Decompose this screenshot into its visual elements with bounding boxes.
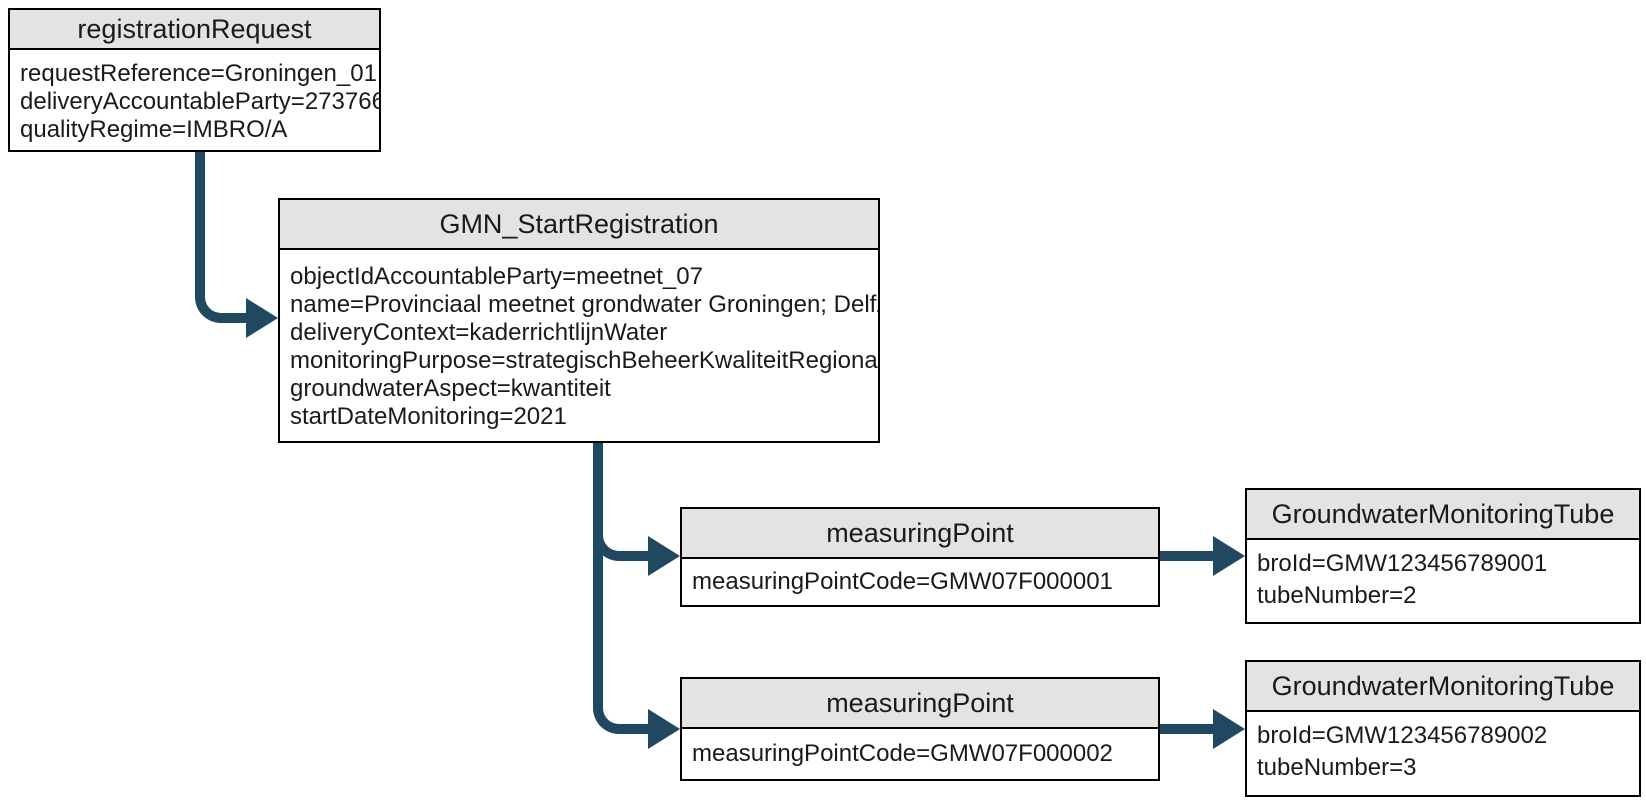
arrow-measuring-point-1-to-tube-1 xyxy=(1160,551,1213,561)
attribute-line: tubeNumber=2 xyxy=(1257,582,1417,609)
attribute-line: deliveryContext=kaderrichtlijnWater xyxy=(290,319,668,346)
attribute-line: broId=GMW123456789001 xyxy=(1257,550,1548,577)
monitoring-tube-1-box: GroundwaterMonitoringTube broId=GMW12345… xyxy=(1245,488,1641,624)
arrow-measuring-point-2-to-tube-2 xyxy=(1160,724,1213,734)
measuring-point-2-attributes: measuringPointCode=GMW07F000002 xyxy=(682,729,1158,779)
measuring-point-1-box: measuringPoint measuringPointCode=GMW07F… xyxy=(680,507,1160,607)
gmn-start-registration-title: GMN_StartRegistration xyxy=(280,200,878,250)
registration-request-title: registrationRequest xyxy=(10,10,379,50)
arrowhead-gmn-to-measuring-point-2-icon xyxy=(648,709,680,749)
attribute-line: measuringPointCode=GMW07F000001 xyxy=(692,568,1113,595)
registration-request-attributes: requestReference=Groningen_01 deliveryAc… xyxy=(10,50,379,150)
attribute-line: objectIdAccountableParty=meetnet_07 xyxy=(290,263,703,290)
arrowhead-measuring-point-1-to-tube-1-icon xyxy=(1213,536,1245,576)
gmn-start-registration-attributes: objectIdAccountableParty=meetnet_07 name… xyxy=(280,250,878,441)
attribute-line: groundwaterAspect=kwantiteit xyxy=(290,375,611,402)
monitoring-tube-1-attributes: broId=GMW123456789001 tubeNumber=2 xyxy=(1247,540,1639,622)
attribute-line: qualityRegime=IMBRO/A xyxy=(20,116,288,143)
monitoring-tube-2-box: GroundwaterMonitoringTube broId=GMW12345… xyxy=(1245,660,1641,797)
gmn-start-registration-box: GMN_StartRegistration objectIdAccountabl… xyxy=(278,198,880,443)
attribute-line: monitoringPurpose=strategischBeheerKwali… xyxy=(290,347,878,374)
arrowhead-gmn-to-measuring-point-1-icon xyxy=(648,536,680,576)
monitoring-tube-2-attributes: broId=GMW123456789002 tubeNumber=3 xyxy=(1247,712,1639,795)
registration-request-box: registrationRequest requestReference=Gro… xyxy=(8,8,381,152)
attribute-line: startDateMonitoring=2021 xyxy=(290,403,567,430)
arrowhead-measuring-point-2-to-tube-2-icon xyxy=(1213,709,1245,749)
attribute-line: name=Provinciaal meetnet grondwater Gron… xyxy=(290,291,878,318)
monitoring-tube-1-title: GroundwaterMonitoringTube xyxy=(1247,490,1639,540)
arrow-request-to-gmn xyxy=(195,152,246,323)
attribute-line: deliveryAccountableParty=27376655 xyxy=(20,88,379,115)
measuring-point-1-attributes: measuringPointCode=GMW07F000001 xyxy=(682,559,1158,605)
measuring-point-2-box: measuringPoint measuringPointCode=GMW07F… xyxy=(680,677,1160,781)
attribute-line: requestReference=Groningen_01 xyxy=(20,60,377,87)
measuring-point-1-title: measuringPoint xyxy=(682,509,1158,559)
measuring-point-2-title: measuringPoint xyxy=(682,679,1158,729)
arrow-gmn-to-measuring-point-2 xyxy=(593,443,648,734)
arrowhead-request-to-gmn-icon xyxy=(246,298,278,338)
attribute-line: measuringPointCode=GMW07F000002 xyxy=(692,740,1113,767)
arrow-gmn-to-measuring-point-1 xyxy=(593,500,648,561)
attribute-line: broId=GMW123456789002 xyxy=(1257,722,1548,749)
attribute-line: tubeNumber=3 xyxy=(1257,754,1417,781)
monitoring-tube-2-title: GroundwaterMonitoringTube xyxy=(1247,662,1639,712)
